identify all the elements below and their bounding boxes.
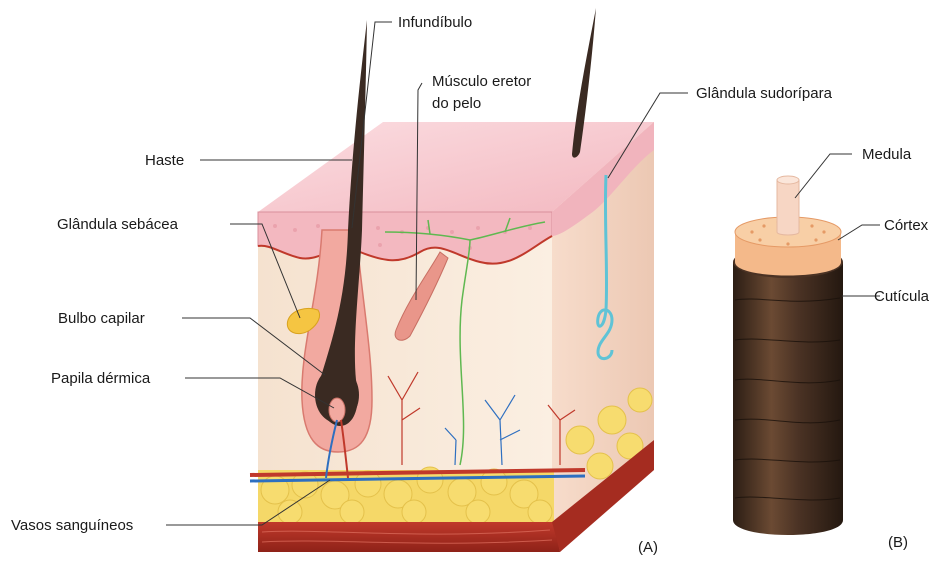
dermis-layer (258, 236, 552, 470)
label-musculo-line1: Músculo eretor (432, 73, 531, 90)
muscle-base (258, 522, 560, 552)
label-papila-dermica: Papila dérmica (51, 370, 151, 387)
panel-label-b: (B) (888, 534, 908, 551)
label-infundibulo: Infundíbulo (398, 14, 472, 31)
label-glandula-sebacea: Glândula sebácea (57, 216, 179, 233)
label-glandula-sudoripara: Glândula sudorípara (696, 85, 833, 102)
label-cortex: Córtex (884, 217, 929, 234)
label-haste: Haste (145, 152, 184, 169)
medulla-cylinder (777, 180, 799, 235)
label-vasos-sanguineos: Vasos sanguíneos (11, 517, 133, 534)
medulla-top (777, 176, 799, 184)
cuticle-cylinder (733, 262, 843, 535)
label-medula: Medula (862, 146, 912, 163)
panel-label-a: (A) (638, 539, 658, 556)
label-cuticula: Cutícula (874, 288, 930, 305)
epidermis-layer (258, 212, 552, 264)
dermal-papilla (329, 398, 345, 422)
hair-structure (733, 176, 843, 535)
label-bulbo-capilar: Bulbo capilar (58, 310, 145, 327)
label-musculo-line2: do pelo (432, 95, 481, 112)
